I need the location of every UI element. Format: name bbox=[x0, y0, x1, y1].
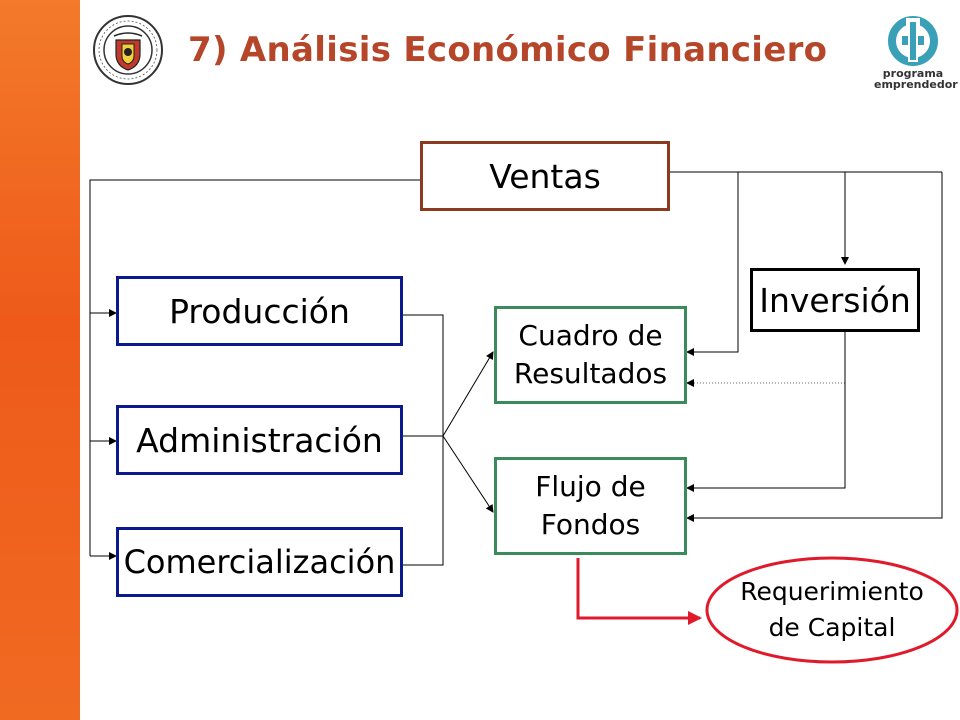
ventas-box: Ventas bbox=[420, 141, 670, 211]
comercializacion-label: Comercialización bbox=[123, 543, 396, 581]
ventas-label: Ventas bbox=[489, 156, 601, 196]
flujo-fondos-label: Flujo de Fondos bbox=[535, 470, 646, 541]
produccion-box: Producción bbox=[116, 276, 403, 346]
brand-line2: emprendedor bbox=[874, 78, 958, 91]
administracion-label: Administración bbox=[136, 420, 383, 460]
areas-to-results-connector bbox=[403, 314, 494, 566]
comercializacion-box: Comercialización bbox=[116, 527, 403, 597]
ventas-to-areas-connector bbox=[89, 179, 420, 560]
flujo-fondos-box: Flujo de Fondos bbox=[494, 457, 687, 555]
administracion-box: Administración bbox=[116, 405, 403, 475]
produccion-label: Producción bbox=[169, 291, 350, 331]
inversion-label: Inversión bbox=[759, 280, 911, 320]
orange-side-bar bbox=[0, 0, 80, 720]
requerimiento-capital-label-box: Requerimiento de Capital bbox=[712, 570, 952, 650]
programa-emprendedor-logo: programa emprendedor bbox=[874, 14, 958, 91]
requerimiento-ellipse bbox=[705, 556, 959, 664]
flujo-to-requerimiento-arrow bbox=[576, 558, 702, 625]
inversion-connector bbox=[686, 332, 846, 492]
requerimiento-capital-label: Requerimiento de Capital bbox=[740, 577, 924, 642]
university-seal-logo bbox=[93, 15, 163, 85]
cuadro-resultados-box: Cuadro de Resultados bbox=[494, 306, 687, 404]
page-title: 7) Análisis Económico Financiero bbox=[188, 30, 828, 70]
inversion-box: Inversión bbox=[750, 268, 920, 332]
cuadro-resultados-label: Cuadro de Resultados bbox=[513, 319, 668, 390]
ventas-to-outputs-connector bbox=[670, 171, 943, 522]
brand-line1: programa bbox=[882, 67, 944, 80]
